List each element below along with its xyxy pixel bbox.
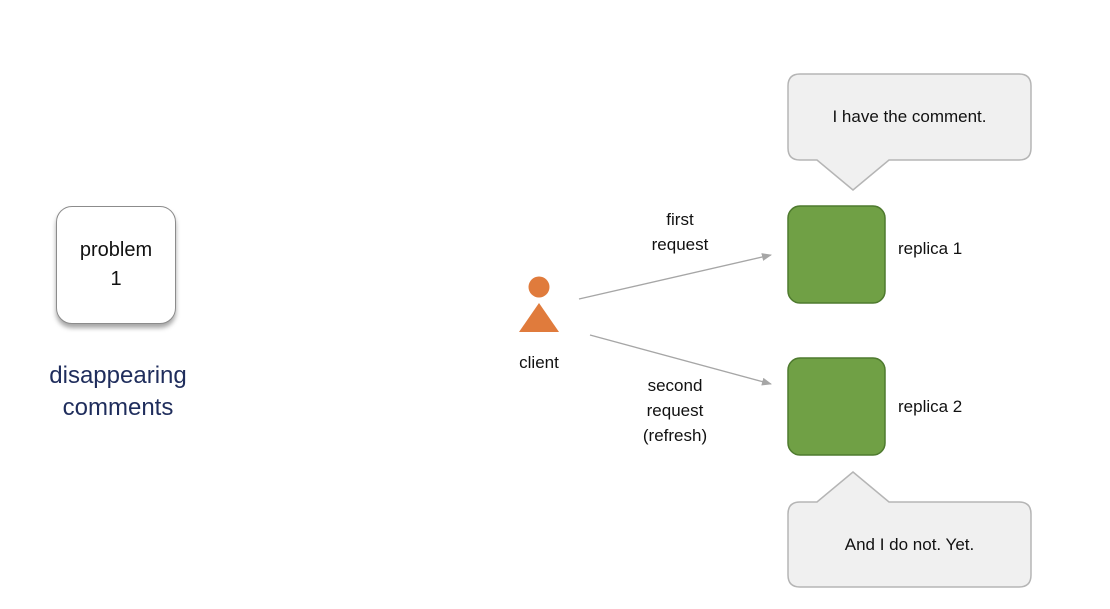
- problem-card-number: 1: [110, 268, 122, 290]
- replica-1-box: [787, 205, 886, 304]
- problem-title-line1: disappearing: [49, 362, 187, 389]
- speech-bubble-replica-1: [787, 73, 1032, 191]
- bubble-text-replica-2: And I do not. Yet.: [844, 535, 975, 554]
- first-request-arrow: [578, 253, 772, 300]
- client-label: client: [519, 353, 559, 372]
- problem-card: problem 1: [56, 206, 176, 324]
- first-request-line1: first: [666, 210, 694, 229]
- second-request-line2: request: [646, 401, 704, 420]
- problem-card-label: problem: [79, 239, 153, 261]
- second-request-arrow: [589, 334, 772, 386]
- replica-2-label: replica 2: [898, 397, 963, 416]
- bubble-text-replica-1: I have the comment.: [832, 107, 987, 126]
- replica-2-box: [787, 357, 886, 456]
- client-head-icon: [528, 276, 550, 298]
- second-request-line1: second: [647, 376, 703, 395]
- replica-1-label: replica 1: [898, 239, 963, 258]
- second-request-label: second request (refresh): [615, 373, 735, 448]
- problem-title-line2: comments: [62, 394, 174, 421]
- client-body-icon: [519, 303, 559, 332]
- first-request-line2: request: [651, 235, 709, 254]
- first-request-label: first request: [620, 207, 740, 257]
- second-request-line3: (refresh): [642, 426, 708, 445]
- speech-bubble-replica-2: [787, 471, 1032, 588]
- problem-title: disappearing comments: [20, 360, 216, 424]
